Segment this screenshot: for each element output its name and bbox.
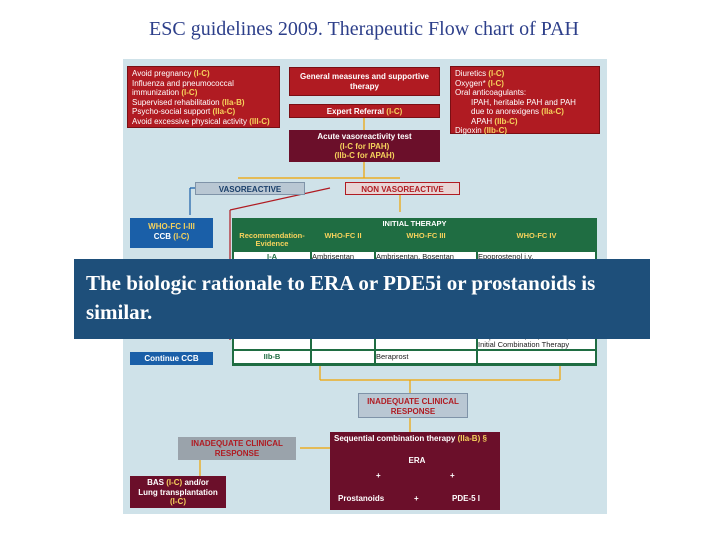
st-line-6: APAH (IIb-C) xyxy=(471,116,518,126)
bas-line1: BAS (I-C) and/or xyxy=(147,478,209,487)
gm-line-2: Influenza and pneumococcal xyxy=(132,78,234,88)
initial-therapy-title: INITIAL THERAPY xyxy=(232,220,597,230)
row-last-fc4 xyxy=(478,351,595,363)
row-first-grade: I-A xyxy=(234,252,310,261)
sequential-title: Sequential combination therapy (IIa-B) § xyxy=(334,434,487,443)
st-line-5: due to anorexigens (IIa-C) xyxy=(471,107,564,116)
row-last-fc2 xyxy=(312,351,374,363)
row-first-fc2: Ambrisentan xyxy=(312,252,374,261)
sequential-combination-box: Sequential combination therapy (IIa-B) § xyxy=(330,432,500,510)
row-last-fc3: Beraprost xyxy=(376,351,476,363)
header-who-fc-iv: WHO-FC IV xyxy=(478,232,595,250)
header-recommendation: Recommendation-Evidence xyxy=(234,232,310,250)
inadequate-response-left: INADEQUATE CLINICAL RESPONSE xyxy=(178,437,296,460)
continue-ccb-box: Continue CCB xyxy=(130,352,213,365)
vaso-test-line2: (I-C for IPAH) xyxy=(339,141,390,151)
who-fc-line1: WHO-FC I-III xyxy=(148,222,195,231)
general-measures-list: Avoid pregnancy (I-C) Influenza and pneu… xyxy=(127,66,280,128)
st-line-3: Oral anticoagulants: xyxy=(455,88,527,97)
vasoreactivity-test-box: Acute vasoreactivity test (I-C for IPAH)… xyxy=(289,130,440,162)
initial-combination-line: Initial Combination Therapy xyxy=(478,340,570,349)
gm-line-1: Avoid pregnancy (I-C) xyxy=(132,69,210,78)
row-last-grade: IIb-B xyxy=(234,351,310,363)
supportive-therapy-list: Diuretics (I-C) Oxygen* (I-C) Oral antic… xyxy=(450,66,600,135)
vasoreactive-label: VASOREACTIVE xyxy=(195,182,305,195)
gm-line-4: Supervised rehabilitation (IIa-B) xyxy=(132,97,245,107)
gm-line-3: immunization (I-C) xyxy=(132,88,198,97)
bas-line3: (I-C) xyxy=(170,497,186,506)
triangle-plus-bottom: + xyxy=(414,494,419,503)
triangle-plus-right: + xyxy=(450,471,455,480)
who-fc-line2: CCB (I-C) xyxy=(153,231,190,241)
triangle-prostanoids: Prostanoids xyxy=(338,494,385,503)
triangle-plus-left: + xyxy=(376,471,381,480)
vaso-test-line1: Acute vasoreactivity test xyxy=(317,132,412,141)
triangle-era: ERA xyxy=(408,456,426,465)
header-who-fc-ii: WHO-FC II xyxy=(312,232,374,250)
general-measures-box: General measures and supportive therapy xyxy=(289,67,440,96)
non-vasoreactive-label: NON VASOREACTIVE xyxy=(345,182,460,195)
header-who-fc-iii: WHO-FC III xyxy=(376,232,476,250)
inadequate-response-center: INADEQUATE CLINICAL RESPONSE xyxy=(358,393,468,418)
st-line-4: IPAH, heritable PAH and PAH xyxy=(471,97,576,107)
rationale-callout: The biologic rationale to ERA or PDE5i o… xyxy=(74,259,650,339)
st-line-1: Diuretics (I-C) xyxy=(455,69,505,78)
slide-title: ESC guidelines 2009. Therapeutic Flow ch… xyxy=(149,18,579,40)
gm-line-5: Psycho-social support (IIa-C) xyxy=(132,107,236,116)
row-first-fc4: Epoprostenol i.v. xyxy=(478,252,595,261)
st-line-2: Oxygen* (I-C) xyxy=(455,78,504,88)
st-line-7: Digoxin (IIb-C) xyxy=(455,126,508,135)
triangle-pde5i: PDE-5 I xyxy=(452,494,481,503)
row-first-fc3: Ambrisentan, Bosentan xyxy=(376,252,476,261)
bas-transplant-box: BAS (I-C) and/or Lung transplantation (I… xyxy=(130,476,226,508)
vaso-test-line3: (IIb-C for APAH) xyxy=(334,151,395,160)
expert-referral-box: Expert Referral (I-C) xyxy=(289,104,440,118)
gm-line-6: Avoid excessive physical activity (III-C… xyxy=(132,116,270,126)
who-fc-ccb-box: WHO-FC I-III CCB (I-C) xyxy=(130,218,213,248)
bas-line2: Lung transplantation xyxy=(138,487,218,497)
